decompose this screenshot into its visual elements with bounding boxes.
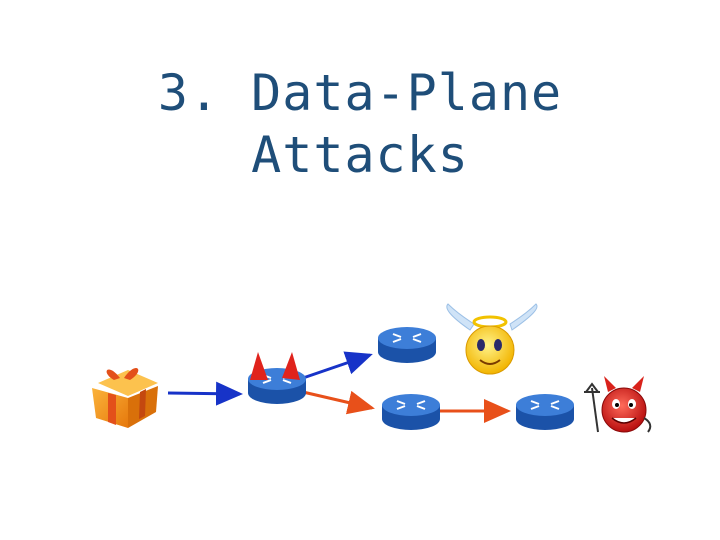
arrow-router-to-mid-router <box>303 392 372 408</box>
angel-face-icon <box>447 304 537 374</box>
router-icon-middle <box>382 394 440 430</box>
router-icon-top <box>378 327 436 363</box>
arrow-router-to-top-router <box>303 355 370 378</box>
devil-face-icon <box>584 376 650 432</box>
router-icon-right <box>516 394 574 430</box>
arrow-gift-to-router <box>168 393 240 394</box>
gift-box-icon <box>92 368 158 451</box>
